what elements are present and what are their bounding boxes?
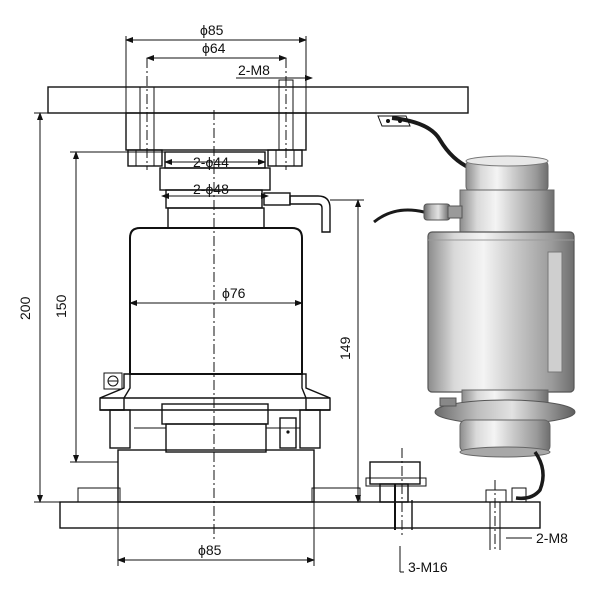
dim-base-diameter: ϕ85 [198, 542, 222, 558]
dim-pad-diameter-2: 2-ϕ48 [193, 181, 229, 197]
dim-sensor-height: 149 [337, 336, 353, 360]
dim-top-outer-diameter: ϕ85 [200, 22, 224, 38]
cable-connector [263, 192, 331, 233]
load-cell-body [103, 227, 303, 390]
dim-top-inner-diameter: ϕ64 [202, 40, 226, 56]
base-block [77, 449, 361, 503]
load-cell-photo [373, 115, 576, 501]
dim-pad-diameter-1: 2-ϕ44 [193, 154, 229, 170]
dim-body-diameter: ϕ76 [222, 285, 246, 301]
lower-bracket [99, 373, 331, 453]
foundation [59, 461, 541, 550]
centerlines [146, 58, 496, 552]
dim-bottom-bolts: 2-M8 [536, 530, 568, 546]
dim-top-bolts: 2-M8 [238, 62, 270, 78]
dim-body-height: 150 [53, 294, 69, 318]
dimension-lines [34, 36, 532, 573]
dim-overall-height: 200 [17, 296, 33, 320]
dimension-labels: ϕ85 ϕ64 2-M8 2-ϕ44 2-ϕ48 ϕ76 200 150 149… [17, 22, 568, 575]
top-mounting-plate [47, 79, 469, 114]
dim-anchor-bolts: 3-M16 [408, 559, 448, 575]
